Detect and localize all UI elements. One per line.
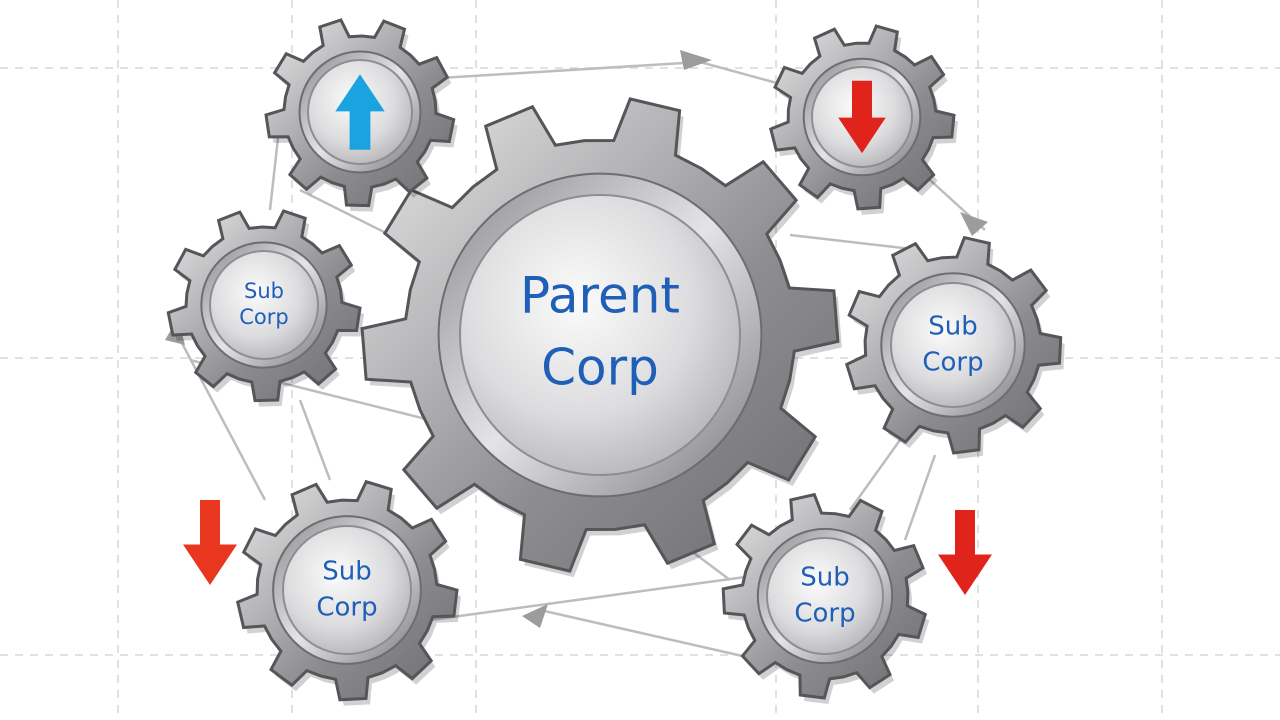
side-arrows-layer: [183, 500, 992, 595]
up-arrow-icon: [335, 74, 385, 150]
parent-corp-gear-hub: [459, 194, 741, 476]
gear-bottom-left-hub: [282, 525, 412, 655]
down-arrow-icon: [938, 510, 992, 595]
gear-bottom-left-label-line1: Sub: [322, 557, 372, 587]
parent-corp-label-line1: Parent: [520, 267, 680, 325]
gear-top-right: [769, 24, 958, 215]
gear-bottom-left-label-line2: Corp: [316, 593, 377, 623]
gear-right-hub: [890, 282, 1016, 408]
gear-top-left: [264, 18, 458, 212]
gear-right-label-line2: Corp: [922, 348, 983, 378]
gear-right-label-line1: Sub: [928, 312, 978, 342]
gear-left-label-line2: Corp: [239, 305, 288, 329]
gear-left-label-line1: Sub: [244, 279, 284, 303]
gear-left-hub: [209, 250, 319, 360]
gear-bottom-right-label-line2: Corp: [794, 599, 855, 629]
down-arrow-icon: [183, 500, 237, 585]
gear-bottom-right-label-line1: Sub: [800, 563, 850, 593]
parent-corp-label-line2: Corp: [541, 339, 659, 397]
gear-bottom-right-hub: [766, 537, 884, 655]
down-arrow-icon: [838, 80, 886, 154]
